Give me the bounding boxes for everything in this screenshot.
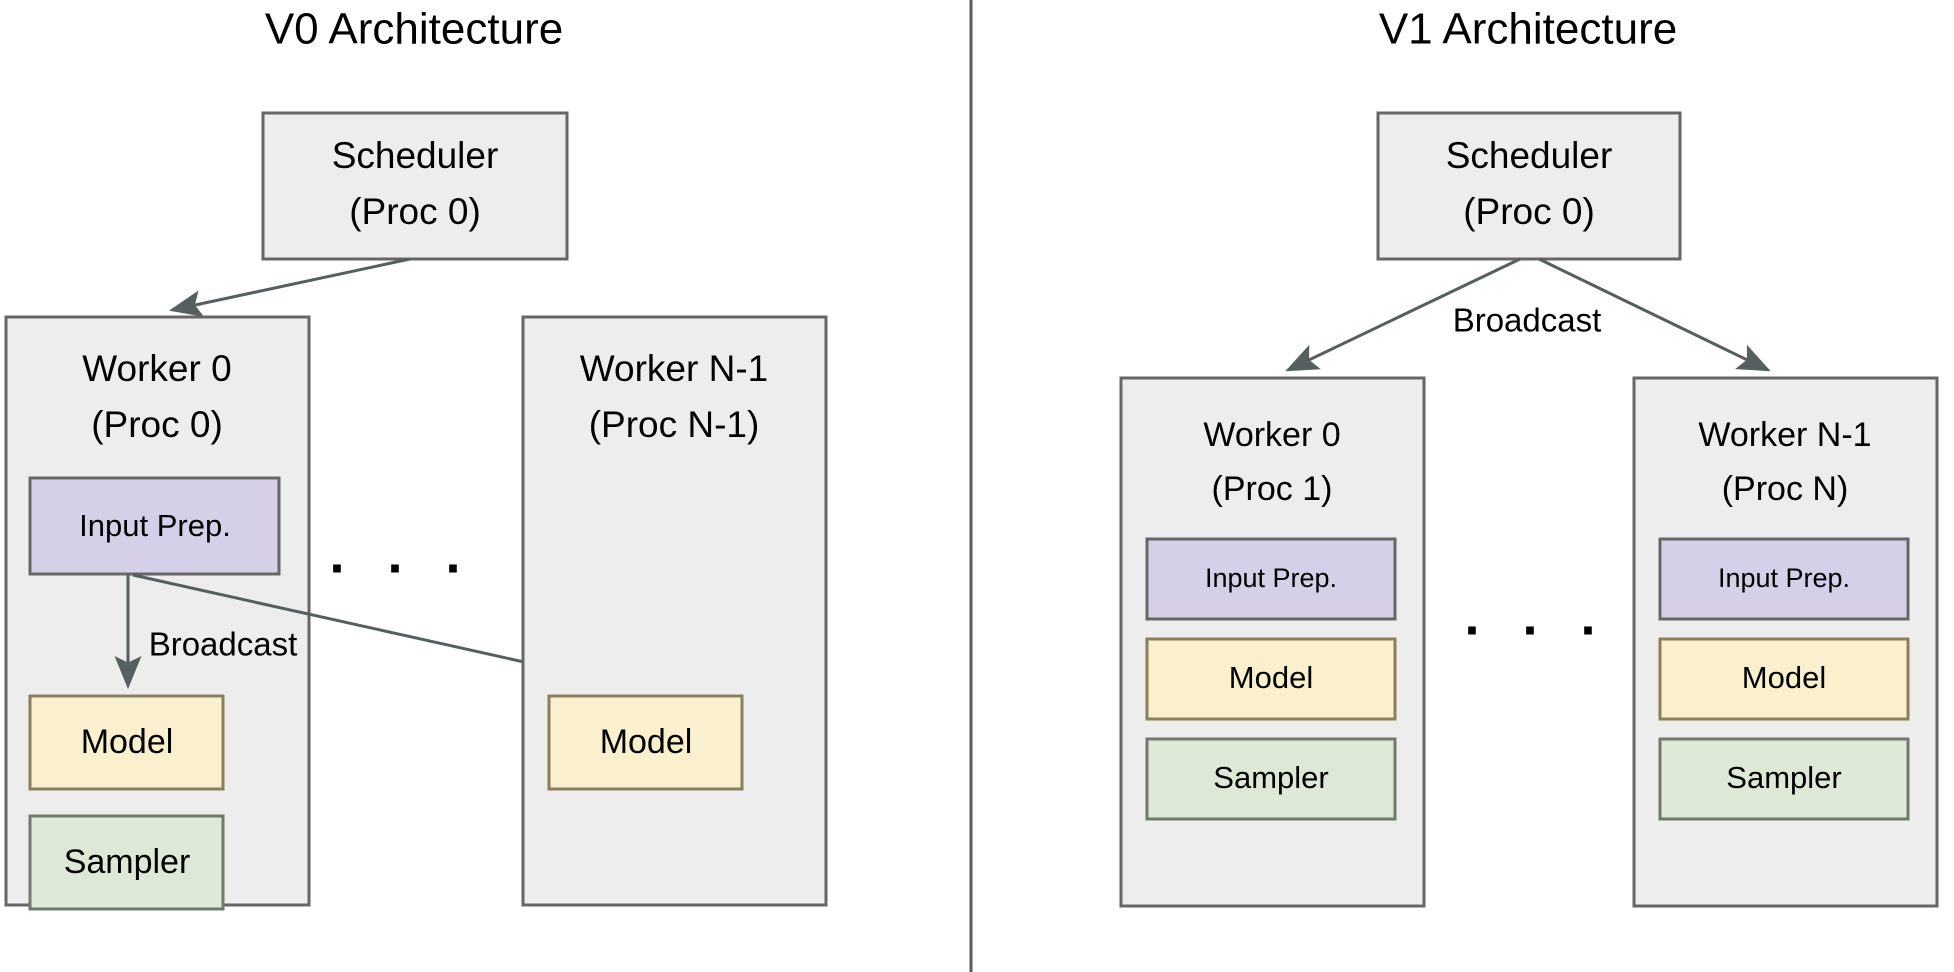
panel-v1: V1 Architecture Scheduler (Proc 0) Broad… [1119, 5, 1939, 908]
v1-edge-label-broadcast: Broadcast [1453, 302, 1602, 339]
v1-worker-0-node[interactable]: Worker 0 (Proc 1) Input Prep. Model Samp… [1119, 376, 1426, 908]
v0-worker-0-sampler-box[interactable] [28, 814, 225, 911]
v0-worker-n-1-label-line2: (Proc N-1) [589, 404, 760, 445]
v1-worker-0-sampler-box[interactable] [1145, 737, 1397, 821]
v1-worker-0-label-line1: Worker 0 [1203, 416, 1340, 454]
v0-scheduler-label-line2: (Proc 0) [349, 191, 481, 232]
v0-scheduler-box[interactable] [261, 111, 569, 261]
v1-scheduler-box[interactable] [1376, 111, 1682, 261]
v1-scheduler-node[interactable]: Scheduler (Proc 0) [1376, 111, 1682, 261]
v0-worker-n-1-box[interactable] [521, 315, 828, 907]
panel-v0-title: V0 Architecture [265, 5, 563, 54]
v1-worker-0-input-prep-box[interactable] [1145, 537, 1397, 621]
v1-worker-0-label-line2: (Proc 1) [1212, 470, 1333, 508]
v1-edge-scheduler-to-worker0 [1285, 257, 1521, 372]
v0-worker-0-model-box[interactable] [28, 694, 225, 791]
v0-worker-0-node[interactable]: Worker 0 (Proc 0) Input Prep. Model Samp… [4, 315, 311, 911]
v0-worker-0-label-line2: (Proc 0) [91, 404, 223, 445]
v1-worker-n-1-sampler-box[interactable] [1658, 737, 1910, 821]
v1-edge-scheduler-to-workern [1538, 257, 1771, 372]
v1-worker-0-model-box[interactable] [1145, 637, 1397, 721]
v1-worker-n-1-model-box[interactable] [1658, 637, 1910, 721]
panel-v0: V0 Architecture Scheduler (Proc 0) Worke… [4, 5, 828, 911]
v0-worker-0-label-line1: Worker 0 [82, 348, 231, 389]
v1-worker-n-1-node[interactable]: Worker N-1 (Proc N) Input Prep. Model Sa… [1632, 376, 1939, 908]
v0-worker-0-sampler-label: Sampler [64, 843, 191, 881]
v1-worker-n-1-sampler-label: Sampler [1726, 760, 1841, 795]
panel-v1-title: V1 Architecture [1379, 5, 1677, 54]
v1-worker-0-sampler-label: Sampler [1213, 760, 1328, 795]
v1-worker-n-1-model-label: Model [1742, 660, 1826, 695]
v0-worker-n-1-label-line1: Worker N-1 [580, 348, 768, 389]
v1-scheduler-label-line2: (Proc 0) [1463, 191, 1595, 232]
v0-worker-0-model-label: Model [81, 723, 174, 761]
v0-scheduler-label-line1: Scheduler [332, 135, 499, 176]
v0-edge-scheduler-to-worker0 [169, 257, 411, 317]
v1-worker-n-1-input-prep-label: Input Prep. [1718, 563, 1850, 593]
v0-scheduler-node[interactable]: Scheduler (Proc 0) [261, 111, 569, 261]
v0-worker-n-1-model-box[interactable] [547, 694, 744, 791]
v1-worker-n-1-label-line1: Worker N-1 [1698, 416, 1871, 454]
v1-worker-n-1-input-prep-box[interactable] [1658, 537, 1910, 621]
v1-worker-n-1-label-line2: (Proc N) [1722, 470, 1849, 508]
v0-worker-0-box[interactable] [4, 315, 311, 907]
v0-worker-0-input-prep-label: Input Prep. [79, 508, 231, 543]
v0-worker-n-1-model-label: Model [600, 723, 693, 761]
v1-worker-0-model-label: Model [1229, 660, 1313, 695]
v0-ellipsis: . . . [329, 524, 474, 584]
v0-worker-n-1-node[interactable]: Worker N-1 (Proc N-1) Model [521, 315, 828, 907]
v1-scheduler-label-line1: Scheduler [1446, 135, 1613, 176]
v1-ellipsis: . . . [1464, 586, 1609, 646]
v0-edge-label-broadcast: Broadcast [149, 626, 298, 663]
v1-worker-0-input-prep-label: Input Prep. [1205, 563, 1337, 593]
v0-worker-0-input-prep-box[interactable] [28, 476, 281, 576]
